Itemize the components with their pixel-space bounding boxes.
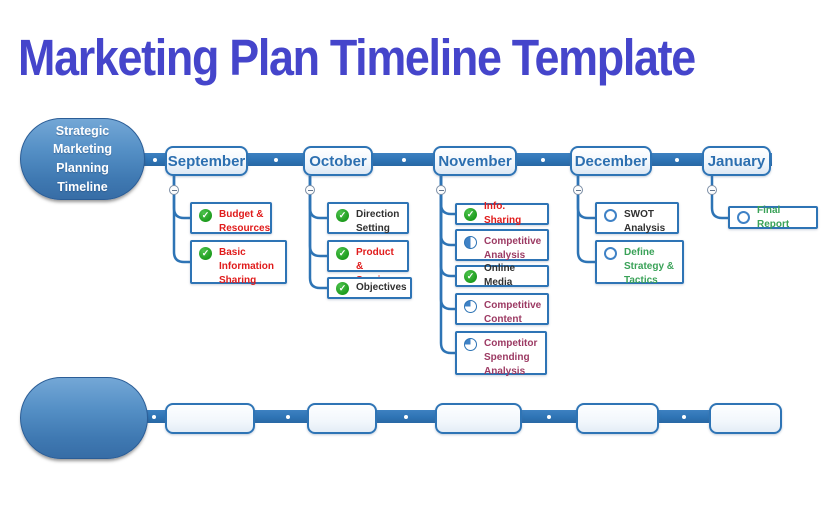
timeline-separator-dot bbox=[547, 415, 551, 419]
page-title: Marketing Plan Timeline Template bbox=[18, 29, 696, 86]
timeline-separator-dot bbox=[402, 158, 406, 162]
minus-icon bbox=[307, 189, 313, 191]
timeline-separator-dot bbox=[152, 415, 156, 419]
minus-icon bbox=[709, 189, 715, 191]
check-circle-icon bbox=[199, 209, 212, 222]
timeline-separator-dot bbox=[404, 415, 408, 419]
collapse-toggle-december[interactable] bbox=[573, 185, 583, 195]
check-circle-icon bbox=[336, 209, 349, 222]
empty-circle-icon bbox=[604, 209, 617, 222]
timeline-separator-dot bbox=[682, 415, 686, 419]
task-direction-setting[interactable]: Direction Setting bbox=[327, 202, 409, 234]
task-online-media[interactable]: Online Media bbox=[455, 263, 549, 288]
task-final-report[interactable]: Final Report bbox=[728, 204, 818, 230]
task-label: Objectives bbox=[356, 282, 407, 293]
empty-circle-icon bbox=[737, 211, 750, 224]
timeline-root-label: Strategic Marketing Planning Timeline bbox=[52, 123, 113, 194]
timeline-separator-dot bbox=[274, 158, 278, 162]
branch-line bbox=[172, 176, 190, 220]
task-info-sharing[interactable]: Info. Sharing bbox=[455, 201, 549, 226]
task-competitor-spending-analysis[interactable]: Competitor Spending Analysis bbox=[455, 331, 547, 377]
branch-line bbox=[439, 176, 455, 216]
timeline-separator-dot bbox=[541, 158, 545, 162]
half-pie-icon bbox=[464, 236, 477, 249]
branch-line bbox=[710, 176, 728, 220]
task-define-strategy-tactics[interactable]: Define Strategy & Tactics bbox=[595, 240, 684, 286]
task-label: Info. Sharing bbox=[484, 201, 522, 226]
empty-month-node-3[interactable] bbox=[435, 403, 522, 434]
quarter-pie-icon bbox=[464, 338, 477, 351]
check-circle-icon bbox=[199, 247, 212, 260]
month-node-october[interactable]: October bbox=[303, 146, 373, 176]
collapse-toggle-january[interactable] bbox=[707, 185, 717, 195]
collapse-toggle-november[interactable] bbox=[436, 185, 446, 195]
check-circle-icon bbox=[464, 207, 477, 221]
timeline-root-node[interactable]: Strategic Marketing Planning Timeline bbox=[20, 118, 145, 200]
task-label: Competitive Analysis bbox=[484, 236, 542, 261]
task-label: Basic Information Sharing bbox=[219, 247, 274, 286]
collapse-toggle-october[interactable] bbox=[305, 185, 315, 195]
task-label: Direction Setting bbox=[356, 209, 400, 234]
task-label: Define Strategy & Tactics bbox=[624, 247, 675, 286]
task-label: Competitive Content bbox=[484, 300, 542, 325]
task-objectives[interactable]: Objectives bbox=[327, 277, 412, 299]
empty-month-node-5[interactable] bbox=[709, 403, 782, 434]
month-node-december[interactable]: December bbox=[570, 146, 652, 176]
minus-icon bbox=[171, 189, 177, 191]
empty-month-node-4[interactable] bbox=[576, 403, 659, 434]
check-circle-icon bbox=[336, 281, 349, 295]
empty-circle-icon bbox=[604, 247, 617, 260]
task-budget-resources[interactable]: Budget & Resources bbox=[190, 202, 272, 234]
month-node-september[interactable]: September bbox=[165, 146, 248, 176]
branch-line bbox=[576, 176, 595, 220]
month-node-january[interactable]: January bbox=[702, 146, 771, 176]
task-basic-information-sharing[interactable]: Basic Information Sharing bbox=[190, 240, 287, 286]
timeline-separator-dot bbox=[286, 415, 290, 419]
empty-month-node-2[interactable] bbox=[307, 403, 377, 434]
empty-month-node-1[interactable] bbox=[165, 403, 255, 434]
minus-icon bbox=[438, 189, 444, 191]
task-product-services[interactable]: Product & Services bbox=[327, 240, 409, 286]
check-circle-icon bbox=[464, 269, 477, 283]
branch-line bbox=[439, 176, 455, 311]
task-label: Budget & Resources bbox=[219, 209, 271, 234]
task-label: Online Media bbox=[484, 263, 516, 288]
minus-icon bbox=[575, 189, 581, 191]
task-competitive-content[interactable]: Competitive Content bbox=[455, 293, 549, 325]
timeline-separator-dot bbox=[153, 158, 157, 162]
task-label: SWOT Analysis bbox=[624, 209, 666, 234]
branch-line bbox=[308, 176, 327, 220]
collapse-toggle-september[interactable] bbox=[169, 185, 179, 195]
branch-line bbox=[439, 176, 455, 355]
empty-timeline-root-node[interactable] bbox=[20, 377, 148, 459]
check-circle-icon bbox=[336, 247, 349, 260]
quarter-pie-icon bbox=[464, 300, 477, 313]
task-label: Final Report bbox=[757, 204, 790, 230]
task-competitive-analysis[interactable]: Competitive Analysis bbox=[455, 229, 549, 261]
timeline-separator-dot bbox=[675, 158, 679, 162]
task-swot-analysis[interactable]: SWOT Analysis bbox=[595, 202, 679, 234]
task-label: Competitor Spending Analysis bbox=[484, 338, 538, 377]
month-node-november[interactable]: November bbox=[433, 146, 517, 176]
